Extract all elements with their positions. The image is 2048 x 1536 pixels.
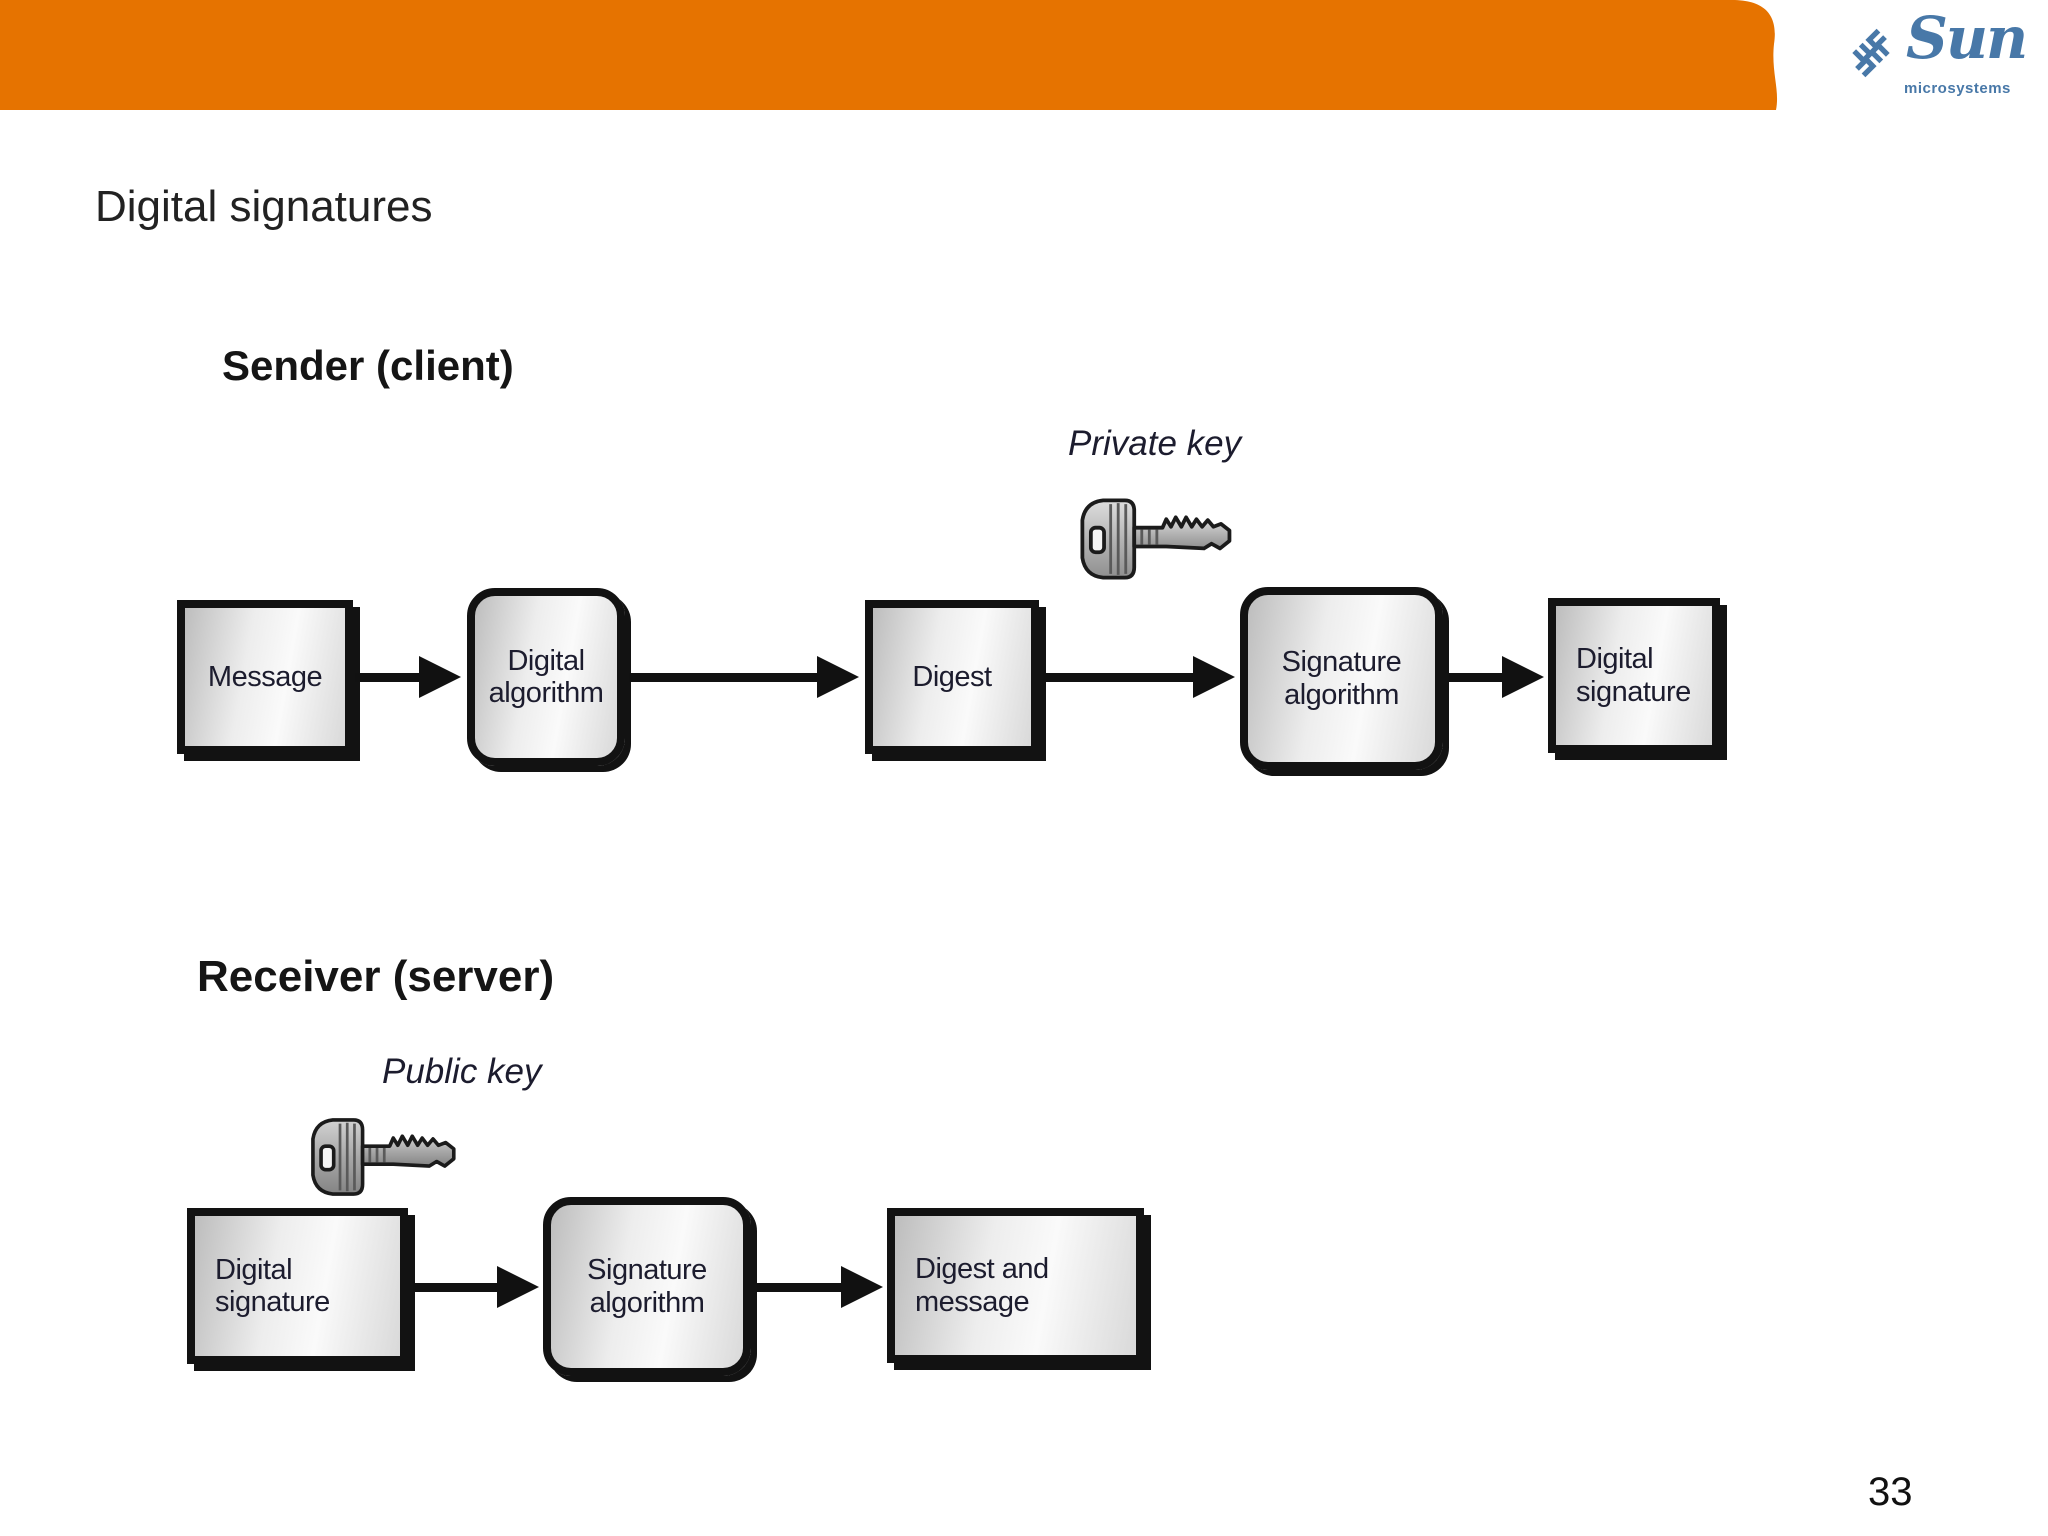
arrow-shaft [757, 1282, 841, 1292]
arrow-shaft [629, 672, 817, 682]
flow-arrow-icon [1043, 655, 1235, 699]
node-digital-signature-label: Digital signature [1576, 643, 1691, 708]
arrow-shaft [1448, 672, 1502, 682]
arrow-head [419, 656, 461, 698]
node-digital-algorithm: Digital algorithm [467, 588, 625, 766]
header-bar-shape [0, 0, 1778, 110]
node-signature-algorithm-label: Signature algorithm [1281, 646, 1402, 711]
arrow-head [497, 1266, 539, 1308]
sender-section-label: Sender (client) [222, 342, 514, 389]
flow-arrow-icon [757, 1265, 883, 1309]
sun-microsystems-text: microsystems [1904, 80, 2011, 97]
flow-arrow-icon [413, 1265, 539, 1309]
flow-arrow-icon [1448, 655, 1544, 699]
node-digest-and-message-label: Digest and message [915, 1253, 1049, 1318]
node-signature-algorithm-receiver: Signature algorithm [543, 1197, 751, 1376]
node-digest: Digest [865, 600, 1039, 754]
sun-diamond-icon [1852, 28, 1890, 78]
flow-arrow-icon [629, 655, 859, 699]
node-signature-algorithm-receiver-label: Signature algorithm [587, 1254, 707, 1319]
node-digest-label: Digest [912, 660, 992, 693]
node-message: Message [177, 600, 353, 754]
sun-brand-text: Sun [1906, 4, 2028, 72]
node-digital-signature-receiver-label: Digital signature [215, 1253, 330, 1318]
arrow-head [1193, 656, 1235, 698]
receiver-section-label: Receiver (server) [197, 952, 555, 1001]
page-number: 33 [1868, 1470, 1913, 1514]
node-message-label: Message [207, 660, 323, 693]
flow-arrow-icon [355, 655, 461, 699]
private-key-icon [1080, 498, 1232, 580]
arrow-head [817, 656, 859, 698]
public-key-icon [311, 1118, 456, 1196]
node-signature-algorithm: Signature algorithm [1240, 587, 1443, 770]
header-bar [0, 0, 1778, 110]
page-title: Digital signatures [95, 182, 433, 231]
arrow-shaft [355, 672, 419, 682]
node-digest-and-message: Digest and message [887, 1208, 1144, 1363]
node-digital-signature-receiver: Digital signature [187, 1208, 408, 1364]
public-key-label: Public key [382, 1052, 542, 1091]
sun-logo: Sun microsystems [1832, 4, 2032, 107]
arrow-head [841, 1266, 883, 1308]
node-digital-signature: Digital signature [1548, 598, 1720, 753]
arrow-shaft [1043, 672, 1193, 682]
arrow-head [1502, 656, 1544, 698]
private-key-label: Private key [1068, 424, 1242, 463]
node-digital-algorithm-label: Digital algorithm [488, 644, 604, 709]
arrow-shaft [413, 1282, 497, 1292]
